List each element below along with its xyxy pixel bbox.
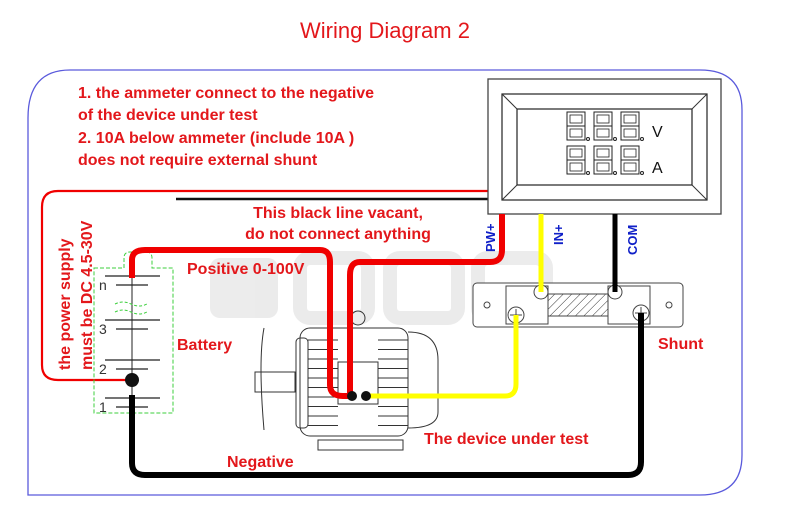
wire-yellow-device — [366, 315, 519, 399]
battery-cell: n — [99, 275, 160, 293]
digit-888 — [593, 145, 617, 175]
battery: n 3 2 1 — [93, 251, 174, 415]
battery-cell: 3 — [99, 319, 160, 337]
negative-label: Negative — [227, 454, 294, 471]
digit-888 — [566, 145, 590, 175]
vacant-line-note-1: This black line vacant, — [253, 205, 423, 222]
power-supply-label-1: the power supply — [57, 238, 74, 370]
outer-frame — [27, 69, 743, 496]
note-line-4: does not require external shunt — [78, 152, 318, 169]
battery-tap-node — [125, 373, 139, 387]
wire-pw-plus — [347, 214, 505, 396]
seven-segment-display — [566, 111, 644, 175]
voltmeter-ammeter-panel: V A — [487, 78, 722, 215]
shunt — [472, 282, 684, 328]
decimal-point — [613, 137, 617, 141]
battery-cell-label: 1 — [99, 399, 107, 415]
note-line-1: 1. the ammeter connect to the negative — [78, 85, 374, 102]
battery-cell-label: n — [99, 277, 107, 293]
terminal-in-label: IN+ — [551, 224, 566, 245]
power-supply-label-2: must be DC 4.5-30V — [79, 220, 96, 370]
unit-volts: V — [652, 124, 663, 141]
device-terminal-negative — [361, 391, 371, 401]
battery-cell: 2 — [99, 359, 160, 377]
motor-device — [254, 310, 439, 451]
positive-label: Positive 0-100V — [187, 261, 305, 278]
unit-amps: A — [652, 160, 663, 177]
battery-label: Battery — [177, 337, 232, 354]
diagram-title: Wiring Diagram 2 — [300, 18, 470, 43]
terminal-pw-label: PW+ — [483, 223, 498, 252]
wire-negative — [129, 313, 644, 478]
digit-888 — [620, 145, 644, 175]
power-supply-wire — [40, 189, 488, 382]
battery-cell-label: 2 — [99, 361, 107, 377]
decimal-point — [640, 171, 644, 175]
decimal-point — [586, 137, 590, 141]
device-terminal-positive — [347, 391, 357, 401]
terminal-com-label: COM — [625, 225, 640, 255]
digit-888 — [593, 111, 617, 141]
decimal-point — [613, 171, 617, 175]
shunt-label: Shunt — [658, 336, 704, 353]
decimal-point — [586, 171, 590, 175]
note-line-3: 2. 10A below ammeter (include 10A ) — [78, 130, 354, 147]
device-under-test-label: The device under test — [424, 431, 589, 448]
decimal-point — [640, 137, 644, 141]
notes-block: 1. the ammeter connect to the negative o… — [78, 85, 374, 169]
digit-888 — [620, 111, 644, 141]
battery-cell-label: 3 — [99, 321, 107, 337]
note-line-2: of the device under test — [78, 107, 258, 124]
vacant-line-note-2: do not connect anything — [245, 226, 431, 243]
wire-positive — [129, 247, 352, 399]
digit-888 — [566, 111, 590, 141]
